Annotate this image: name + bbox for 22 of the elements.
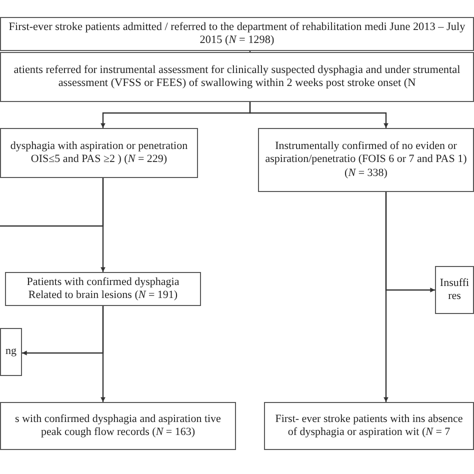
box-text: Insuffi res — [438, 276, 470, 304]
box-text: First-ever stroke patients admitted / referred to the department of rehabilitation medi June 2013 – July 2015 (N = 1298) — [8, 20, 466, 48]
box-text: ng — [6, 345, 16, 359]
process-box — [0, 52, 474, 102]
box-text: Patients with confirmed dysphagia Related to brain lesions (N = 191) — [26, 276, 180, 302]
process-box — [258, 128, 474, 192]
arrow — [384, 192, 388, 402]
process-box — [0, 402, 236, 450]
process-box — [264, 402, 474, 450]
connector-line — [0, 178, 104, 227]
process-box — [5, 272, 201, 306]
box-text: First- ever stroke patients with ins absence of dysphagia or aspiration wit (N = 7 — [274, 412, 464, 440]
process-box — [0, 328, 22, 376]
box-text: s with confirmed dysphagia and aspiration tive peak cough flow records (N = 163) — [14, 412, 222, 440]
process-box — [435, 266, 474, 314]
arrow — [100, 306, 106, 402]
box-text: Instrumentally confirmed of no eviden or aspiration/penetratio (FOIS 6 or 7 and PAS 1) (N = 338) — [265, 140, 467, 180]
arrow — [249, 102, 388, 128]
process-box — [0, 128, 198, 178]
box-text: dysphagia with aspiration or penetration OIS≤5 and PAS ≥2 ) (N = 229) — [9, 140, 189, 166]
box-text: atients referred for instrumental assessment for clinically suspected dysphagia and under strumental assessment (VFSS or FEES) of swallowing within 2 weeks post stroke onset (N — [12, 64, 462, 90]
process-box — [0, 17, 474, 51]
